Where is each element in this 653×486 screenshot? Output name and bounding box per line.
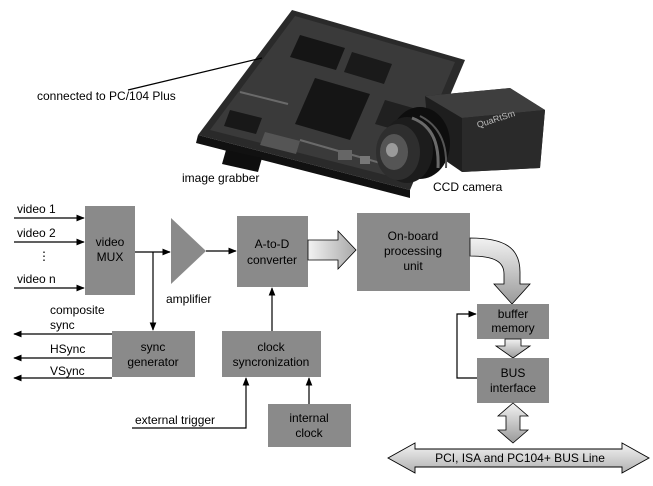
- bus-to-buffer-feedback-line: [456, 310, 477, 379]
- hsync-label: HSync: [50, 342, 85, 356]
- amplifier-label: amplifier: [166, 292, 211, 306]
- bus-interface-block: [477, 358, 549, 403]
- composite-sync-label-line1: composite: [50, 303, 105, 317]
- bus-interface-label-line1: BUS: [501, 366, 526, 380]
- internal-clock-block: [268, 404, 351, 447]
- adc-to-processing-arrow: [307, 229, 357, 271]
- internal-clock-label-line2: clock: [295, 426, 323, 440]
- grabber-caption: image grabber: [182, 171, 259, 185]
- buffer-label-line1: buffer: [498, 307, 528, 321]
- clock-sync-label-line1: clock: [257, 340, 285, 354]
- adc-label-line2: converter: [247, 253, 297, 267]
- clock-sync-block: [222, 331, 321, 377]
- clock-sync-label-line2: syncronization: [233, 355, 310, 369]
- adc-block: [237, 216, 308, 287]
- external-trigger-arrow: [132, 377, 250, 429]
- connection-pointer-line: [127, 57, 263, 91]
- bus-line-arrow: [387, 442, 650, 474]
- buffer-to-bus-arrow: [494, 338, 532, 359]
- sync-gen-label-line1: sync: [141, 340, 166, 354]
- internal-clock-label-line1: internal: [289, 411, 328, 425]
- external-trigger-label: external trigger: [135, 413, 215, 427]
- vsync-label: VSync: [50, 364, 85, 378]
- sync-gen-label-line2: generator: [127, 355, 178, 369]
- bus-interface-to-busline-arrow: [496, 402, 530, 444]
- processing-to-buffer-arrow: [469, 237, 531, 305]
- processing-label-line3: unit: [403, 259, 423, 273]
- ellipsis-label: ⋮: [38, 249, 50, 263]
- ccd-camera-photo: QuaRtSm: [376, 88, 545, 183]
- buffer-label-line2: memory: [491, 321, 534, 335]
- buffer-memory-block: [477, 304, 549, 339]
- processing-label-line2: processing: [384, 244, 442, 258]
- camera-caption: CCD camera: [433, 180, 503, 194]
- video2-label: video 2: [17, 226, 56, 240]
- video1-label: video 1: [17, 202, 56, 216]
- mux-label-line1: video: [96, 235, 125, 249]
- connection-caption: connected to PC/104 Plus: [37, 89, 176, 103]
- amplifier-triangle: [171, 218, 206, 284]
- processing-label-line1: On-board: [388, 229, 439, 243]
- processing-unit-block: [357, 213, 470, 291]
- bus-interface-label-line2: interface: [490, 381, 536, 395]
- composite-sync-label-line2: sync: [50, 318, 75, 332]
- videon-label: video n: [17, 272, 56, 286]
- sync-generator-block: [112, 331, 195, 377]
- adc-label-line1: A-to-D: [255, 237, 290, 251]
- mux-label-line2: MUX: [97, 250, 124, 264]
- bus-line-label: PCI, ISA and PC104+ BUS Line: [435, 451, 605, 465]
- video-mux-block: [85, 206, 135, 295]
